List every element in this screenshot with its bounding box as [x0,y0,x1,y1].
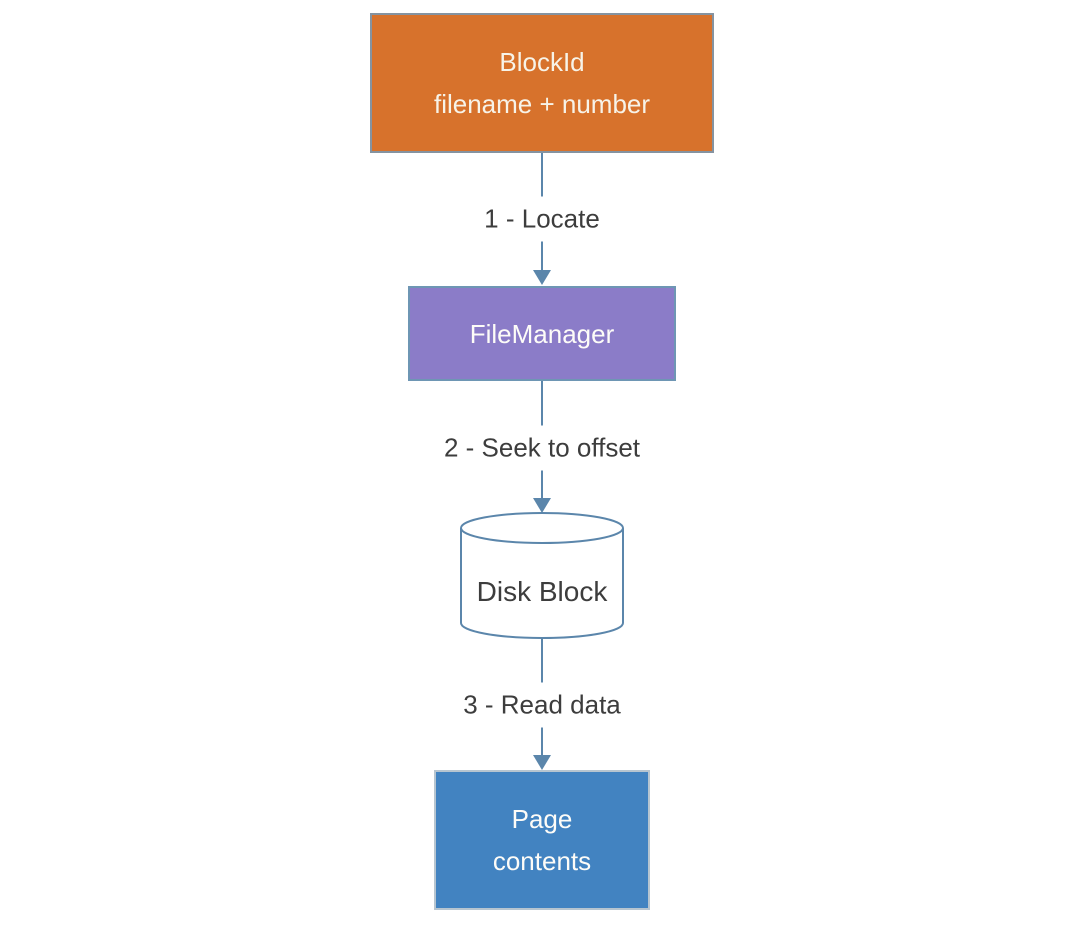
node-blockid: BlockId filename + number [370,13,714,153]
edge-read-label: 3 - Read data [451,682,633,728]
node-disk-block-label: Disk Block [476,576,608,607]
edge-locate-label: 1 - Locate [472,196,612,242]
edge-seek-arrowhead-icon [533,498,551,513]
node-page-contents-label-line1: Page [511,804,573,834]
node-blockid-label-line2: filename + number [433,89,651,119]
disk-block-cylinder-shape [460,512,624,639]
node-blockid-label-line1: BlockId [499,47,585,77]
node-filemanager-label: FileManager [469,318,615,349]
node-page-contents: Page contents [434,770,650,910]
edge-locate-arrowhead-icon [533,270,551,285]
edge-read-arrowhead-icon [533,755,551,770]
node-page-contents-label-line2: contents [492,846,592,876]
edge-seek-label: 2 - Seek to offset [431,425,653,471]
node-filemanager: FileManager [408,286,676,381]
